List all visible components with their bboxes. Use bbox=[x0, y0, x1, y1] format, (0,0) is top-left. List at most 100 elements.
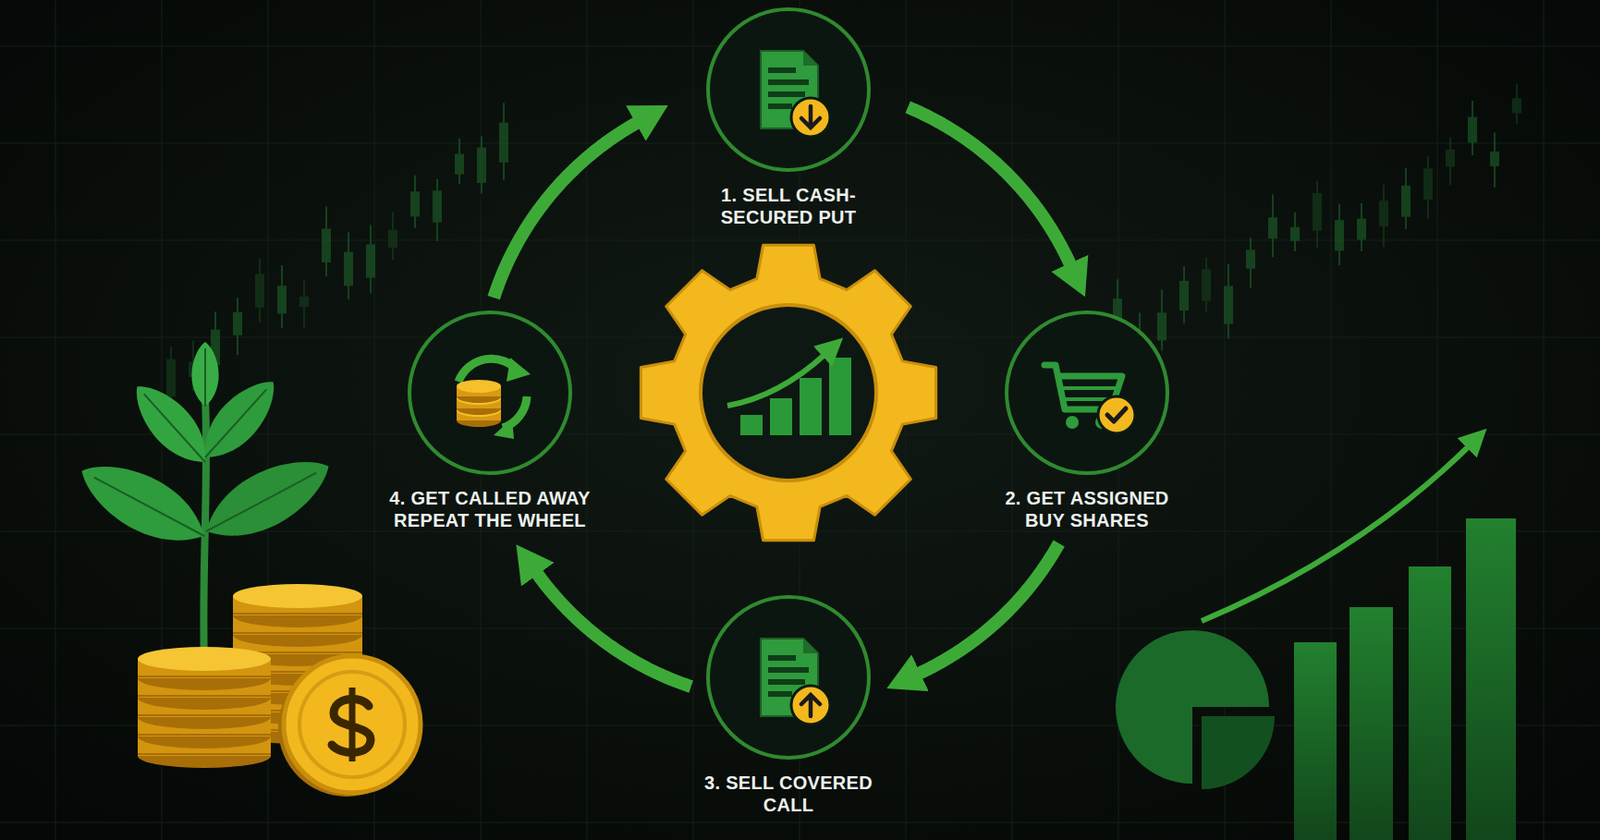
candle-body bbox=[454, 153, 465, 174]
candle-body bbox=[1379, 200, 1389, 227]
step-label: 1. SELL CASH-SECURED PUT bbox=[683, 183, 894, 229]
gear-body bbox=[640, 244, 936, 540]
chart-bar bbox=[799, 378, 822, 436]
candle-body bbox=[277, 285, 287, 314]
grid-line bbox=[586, 0, 588, 840]
step-label: 2. GET ASSIGNED BUY SHARES bbox=[989, 487, 1185, 532]
candle-body bbox=[388, 230, 398, 248]
step-circle: 3. SELL COVERED CALL bbox=[702, 594, 875, 817]
document-line bbox=[768, 67, 796, 74]
candle-body bbox=[255, 273, 265, 308]
circle-outline bbox=[406, 309, 574, 477]
document-line bbox=[768, 103, 793, 110]
leaf-vein bbox=[144, 393, 206, 463]
step-icon bbox=[760, 638, 831, 725]
down-arrow bbox=[801, 106, 820, 128]
circle-outline bbox=[705, 594, 872, 761]
candle-body bbox=[166, 359, 176, 398]
leaf bbox=[193, 442, 342, 556]
candlestick-chart bbox=[1090, 84, 1522, 379]
candle-body bbox=[232, 312, 243, 336]
cycle-arrow bbox=[907, 107, 1071, 266]
up-arrow bbox=[801, 695, 820, 717]
step-text: 1. SELL CASH-SECURED PUT bbox=[683, 183, 894, 229]
candle-body bbox=[343, 252, 354, 287]
leaf bbox=[69, 447, 218, 561]
coin-top bbox=[137, 647, 271, 672]
grid-line bbox=[1543, 0, 1545, 840]
step-icon bbox=[1044, 365, 1136, 434]
check-badge bbox=[1098, 396, 1136, 434]
candle-body bbox=[1401, 185, 1411, 218]
leaf-vein bbox=[94, 477, 205, 537]
candle-body bbox=[299, 296, 309, 307]
candle-body bbox=[1268, 217, 1278, 239]
document-line bbox=[768, 91, 806, 98]
document-fold bbox=[803, 638, 819, 654]
chart-bar bbox=[740, 415, 763, 436]
pie-slice bbox=[1201, 716, 1275, 790]
dollar-symbol bbox=[349, 687, 356, 762]
step-circle: 1. SELL CASH-SECURED PUT bbox=[681, 6, 896, 229]
gear-center bbox=[700, 305, 877, 481]
grid-line bbox=[1224, 0, 1226, 840]
cycle-arrow-head bbox=[506, 357, 531, 382]
document-line bbox=[768, 667, 809, 673]
trend-arrow bbox=[727, 354, 826, 406]
candle-body bbox=[499, 122, 509, 163]
circle-outline bbox=[705, 6, 872, 173]
step-icon bbox=[760, 50, 831, 137]
chart-bar bbox=[1465, 518, 1516, 840]
cycle-arrow bbox=[493, 122, 637, 299]
grid-line bbox=[0, 240, 1600, 242]
circle-border bbox=[708, 9, 869, 171]
chart-bar bbox=[1294, 642, 1337, 840]
coin-line bbox=[232, 612, 363, 615]
step-circle: 2. GET ASSIGNED BUY SHARES bbox=[987, 309, 1187, 532]
check-mark bbox=[1107, 408, 1126, 422]
candle-body bbox=[1179, 280, 1189, 311]
candle-body bbox=[1445, 149, 1455, 168]
coin-line bbox=[137, 753, 271, 756]
circle-border bbox=[409, 312, 571, 474]
growth-arrow bbox=[1201, 445, 1470, 622]
coin-stack bbox=[137, 647, 271, 769]
chart-bar bbox=[1408, 566, 1452, 840]
cycle-arrow bbox=[537, 573, 692, 687]
candle-body bbox=[1467, 117, 1478, 144]
leaf-blade bbox=[193, 442, 342, 556]
leaf-blade bbox=[191, 341, 219, 407]
candle-body bbox=[1157, 312, 1167, 341]
coin-top bbox=[456, 379, 501, 393]
coin-top bbox=[232, 584, 363, 609]
candle-body bbox=[321, 228, 331, 263]
candle-body bbox=[1290, 227, 1300, 242]
step-text: 2. GET ASSIGNED BUY SHARES bbox=[989, 487, 1185, 532]
coin-line bbox=[137, 675, 271, 678]
circle-border bbox=[1006, 312, 1168, 474]
step-icon bbox=[456, 357, 531, 440]
chart-bar bbox=[829, 357, 852, 436]
step-label: 4. GET CALLED AWAY REPEAT THE WHEEL bbox=[384, 487, 596, 532]
coin-line bbox=[137, 714, 271, 717]
candle-body bbox=[1334, 219, 1344, 251]
candle-body bbox=[1201, 268, 1211, 301]
plant-stem bbox=[203, 397, 207, 666]
document-line bbox=[768, 691, 793, 697]
coin-rim bbox=[299, 671, 405, 778]
leaf-vein bbox=[204, 348, 207, 407]
coin-face bbox=[283, 656, 421, 794]
leaf-blade bbox=[69, 447, 218, 561]
candle-body bbox=[366, 244, 376, 278]
step-text: 3. SELL COVERED CALL bbox=[704, 771, 873, 817]
candle-body bbox=[1512, 97, 1522, 113]
candle-body bbox=[476, 147, 487, 184]
circle-border bbox=[708, 597, 869, 758]
document-fold bbox=[803, 50, 819, 66]
leaf-vein bbox=[205, 389, 267, 458]
coin-line bbox=[232, 632, 363, 635]
cycle-arrow bbox=[918, 543, 1060, 674]
candle-body bbox=[1423, 168, 1433, 200]
